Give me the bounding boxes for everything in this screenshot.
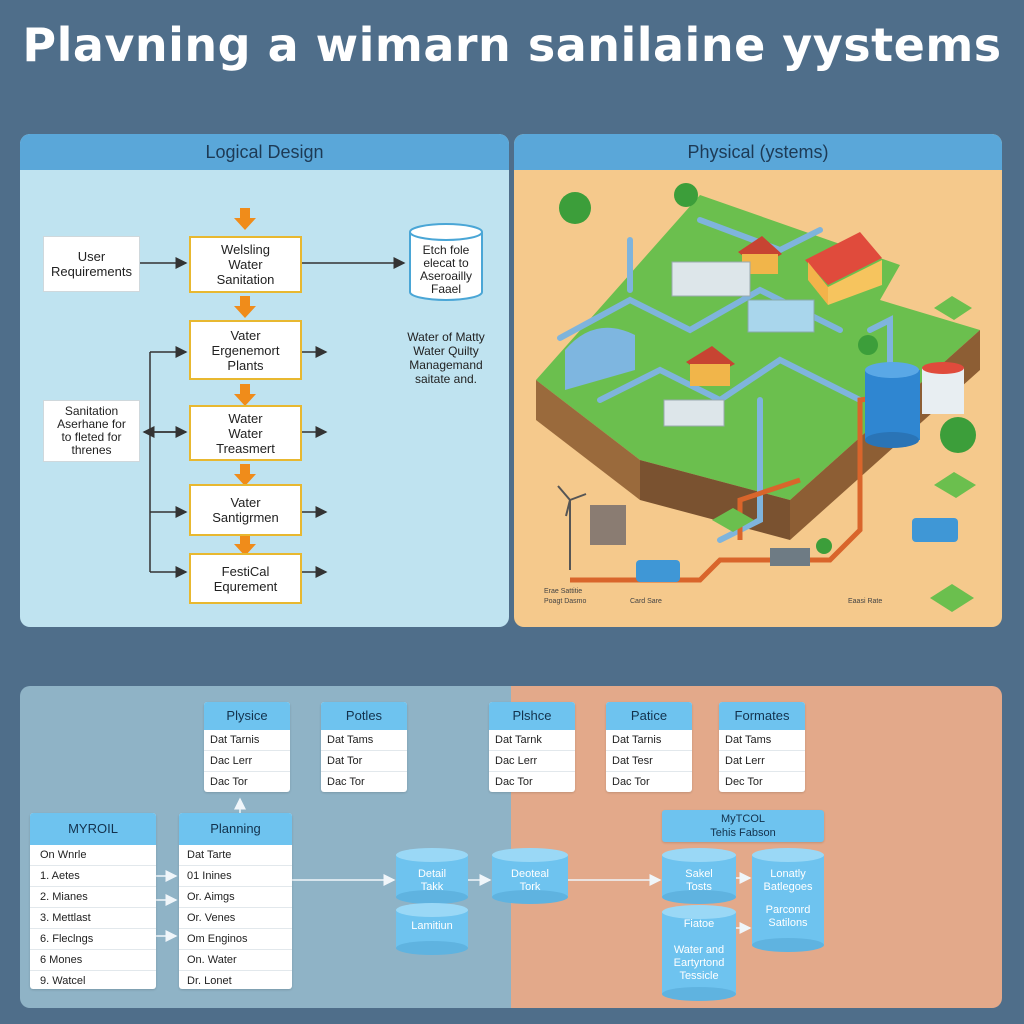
physical-systems-panel: Physical (ystems) (514, 134, 1002, 627)
physical-label-3: Card Sare (630, 598, 662, 605)
cylinder-lamitiun-label: Lamitiun (411, 920, 453, 932)
card-potles: Potles Dat Tams Dat Tor Dac Tor (321, 702, 407, 792)
physical-label-1: Erae Sattitie (544, 588, 583, 595)
user-requirements-box: User Requirements (43, 236, 140, 292)
card-plysice: Plysice Dat Tarnis Dac Lerr Dac Tor (204, 702, 290, 792)
sanitation-note-box: Sanitation Aserhane for to fleted for th… (43, 400, 140, 462)
physical-systems-header: Physical (ystems) (514, 134, 1002, 170)
logical-design-header: Logical Design (20, 134, 509, 170)
cylinder-detail-label: Detail Takk (417, 868, 447, 893)
card-patice: Patice Dat Tarnis Dat Tesr Dac Tor (606, 702, 692, 792)
card-formates: Formates Dat Tams Dat Lerr Dec Tor (719, 702, 805, 792)
physical-label-2: Poagt Dasmo (544, 598, 587, 605)
flow-box-santigrmen: Vater Santigrmen (189, 484, 302, 536)
flow-box-treatment: Water Water Treasmert (189, 405, 302, 461)
logical-design-panel: Logical Design (20, 134, 509, 627)
card-myroil: MYROIL On Wnrle 1. Aetes 2. Mianes 3. Me… (30, 813, 156, 989)
page-title: Plavning a wimarn sanilaine yystems (22, 18, 1002, 72)
quality-note: Water of Matty Water Quilty Managemand s… (407, 330, 485, 386)
cylinder-sakel-label: Sakel Tosts (685, 868, 713, 893)
mysql-header: MyTCOL Tehis Fabson (662, 810, 824, 842)
flow-box-plants: Vater Ergenemort Plants (189, 320, 302, 380)
card-plshce: Plshce Dat Tarnk Dac Lerr Dac Tor (489, 702, 575, 792)
cylinder-lonatly-label: Lonatly Batlegoes Parconrd Satilons (763, 868, 813, 929)
physical-label-4: Eaasi Rate (848, 598, 883, 605)
flow-box-welsling: Welsling Water Sanitation (189, 236, 302, 293)
flow-box-equrement: FestiCal Equrement (189, 553, 302, 604)
cylinder-fiatoe-label: Fiatoe Water and Eartyrtond Tessicle (673, 918, 725, 982)
cylinder-deoteal-label: Deoteal Tork (511, 868, 549, 893)
card-planning: Planning Dat Tarte 01 Inines Or. Aimgs O… (179, 813, 292, 989)
cylinder-label: Etch fole elecat to Aseroailly Faael (419, 243, 473, 296)
